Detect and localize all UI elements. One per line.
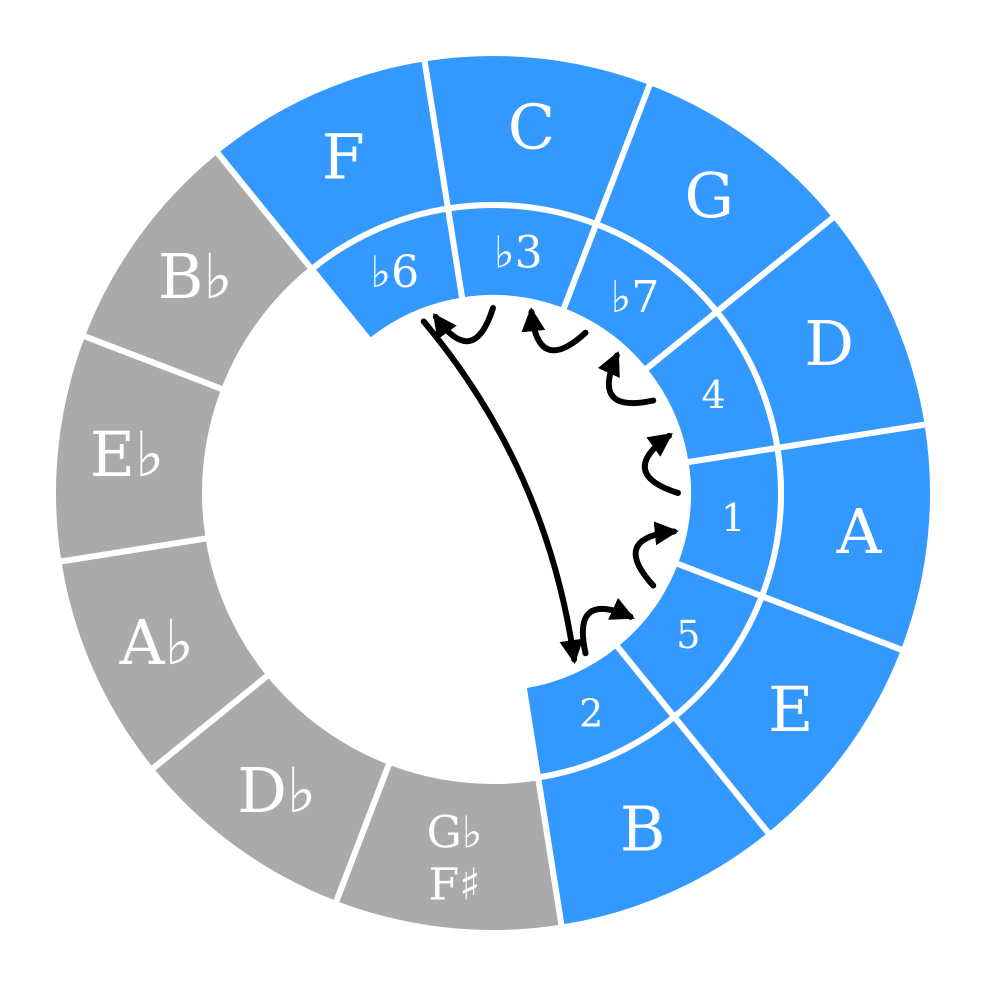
inner-ring: ♭3 ♭7 4 1 5 2 ♭6 bbox=[307, 202, 784, 781]
arrow-4-to-3 bbox=[632, 521, 679, 589]
outer-label: G bbox=[685, 159, 735, 232]
arrow-0-to-11 bbox=[432, 305, 496, 345]
outer-label: A bbox=[836, 495, 883, 568]
outer-label: C bbox=[508, 91, 555, 164]
arrow-1-to-0 bbox=[521, 307, 589, 354]
degree-label: 1 bbox=[721, 496, 745, 540]
arrow-3-to-2 bbox=[641, 432, 681, 496]
inner-segment-b6 bbox=[307, 205, 466, 346]
degree-label: ♭7 bbox=[611, 272, 660, 323]
outer-label: E♭ bbox=[90, 418, 165, 491]
degree-label: ♭6 bbox=[370, 247, 419, 298]
outer-label: B♭ bbox=[158, 240, 233, 313]
outer-label: D♭ bbox=[237, 754, 316, 827]
degree-label: 4 bbox=[702, 373, 726, 417]
arrow-11-to-5 bbox=[420, 318, 584, 665]
outer-label: B bbox=[620, 793, 666, 866]
degree-label: 5 bbox=[676, 613, 700, 657]
outer-label-alt: F♯ bbox=[429, 859, 481, 910]
outer-label: F bbox=[322, 120, 365, 193]
inner-segment-2 bbox=[520, 640, 679, 781]
degree-label: ♭3 bbox=[494, 227, 543, 278]
degree-label: 2 bbox=[579, 692, 603, 736]
outer-label: A♭ bbox=[119, 606, 194, 679]
outer-label: E bbox=[768, 673, 813, 746]
arrow-2-to-1 bbox=[597, 351, 657, 407]
arrow-5-to-4 bbox=[579, 597, 635, 657]
outer-ring: C G D A E B G♭F♯ D♭ A♭ E♭ B♭ F bbox=[50, 50, 936, 936]
outer-label: D bbox=[804, 307, 854, 380]
arrow-layer bbox=[420, 305, 681, 665]
outer-label: G♭ bbox=[427, 807, 483, 858]
